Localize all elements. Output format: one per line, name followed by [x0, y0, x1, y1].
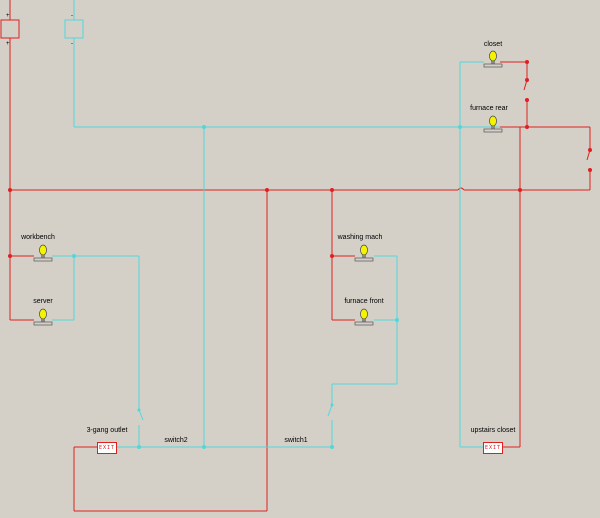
label-furnace-rear: furnace rear	[470, 105, 508, 112]
label-workbench: workbench	[21, 234, 55, 241]
label-switch1: switch1	[284, 437, 308, 444]
outlet-icon[interactable]: EXIT	[97, 442, 117, 454]
lamp-icon[interactable]	[354, 244, 374, 262]
battery-left-plus-bottom: +	[6, 41, 10, 47]
battery-right-minus-bottom: -	[71, 41, 73, 47]
label-3-gang-outlet: 3-gang outlet	[86, 427, 128, 434]
battery-right-minus: -	[71, 13, 73, 19]
lamp-icon[interactable]	[483, 115, 503, 133]
power-wiring	[0, 0, 591, 512]
label-washing-mach: washing mach	[337, 234, 383, 241]
lamp-icon[interactable]	[354, 308, 374, 326]
signal-wiring	[52, 0, 500, 448]
label-switch2: switch2	[164, 437, 188, 444]
lamp-icon[interactable]	[483, 50, 503, 68]
junctions	[8, 60, 592, 449]
lamp-icon[interactable]	[33, 308, 53, 326]
battery-left[interactable]	[0, 19, 20, 39]
label-upstairs-closet: upstairs closet	[470, 427, 516, 434]
battery-left-plus: +	[6, 13, 10, 19]
outlet-icon[interactable]: EXIT	[483, 442, 503, 454]
lamp-icon[interactable]	[33, 244, 53, 262]
label-server: server	[33, 298, 53, 305]
label-furnace-front: furnace front	[344, 298, 384, 305]
battery-right[interactable]	[64, 19, 84, 39]
label-closet: closet	[483, 41, 503, 48]
